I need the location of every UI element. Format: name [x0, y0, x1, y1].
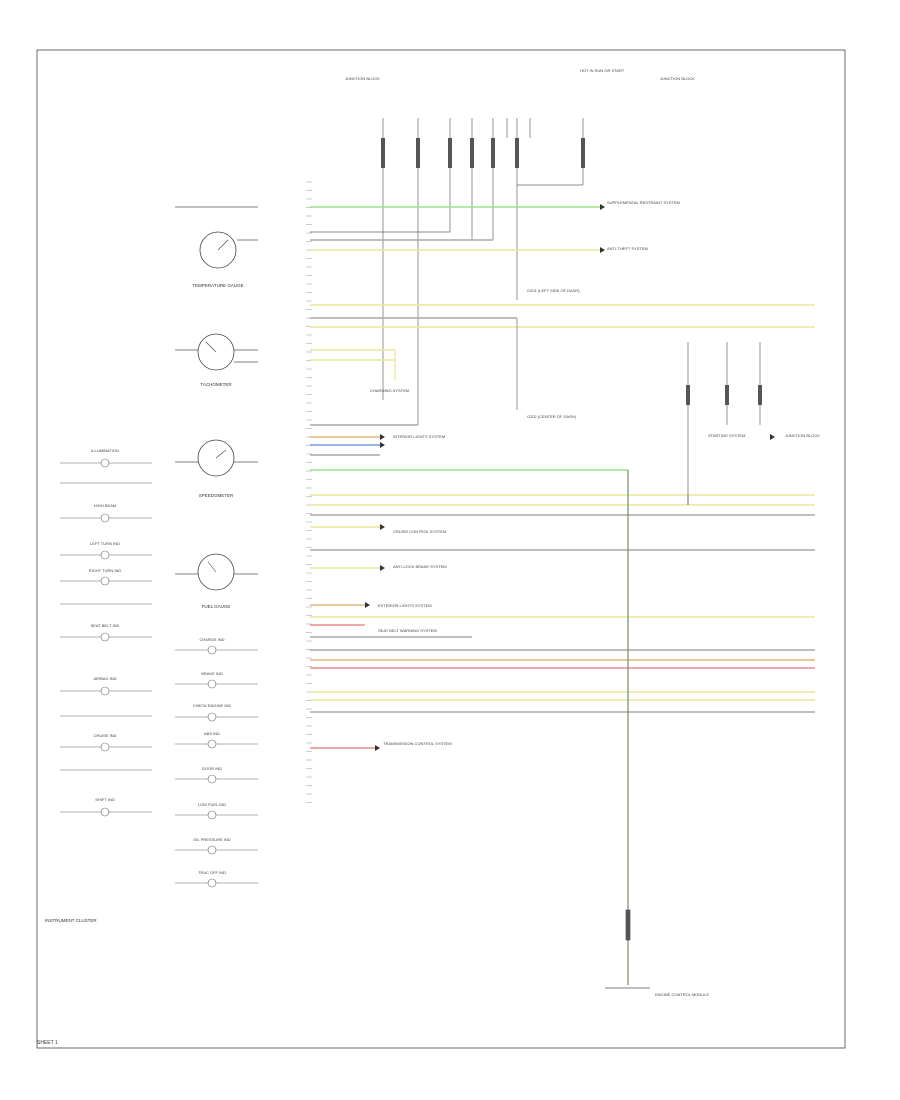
lamp-label: CHARGE IND: [199, 637, 224, 642]
destination-label: ANTI-THEFT SYSTEM: [607, 246, 648, 251]
arrow-marker: [380, 565, 385, 571]
connector-label: HOT IN RUN OR START: [580, 68, 625, 73]
destination-labels: SUPPLEMENTAL RESTRAINT SYSTEM ANTI-THEFT…: [370, 200, 820, 997]
gauge-speedo: SPEEDOMETER: [175, 439, 258, 498]
destination-label: CHARGING SYSTEM: [370, 388, 409, 393]
destination-label: INTERIOR LIGHTS SYSTEM: [393, 434, 445, 439]
destination-label: ENGINE CONTROL MODULE: [655, 992, 709, 997]
arrow-marker: [380, 524, 385, 530]
lamp-label: AIRBAG IND: [93, 676, 116, 681]
arrow-marker: [600, 247, 605, 253]
top-connector-marks: [381, 138, 585, 168]
instrument-cluster-label: INSTRUMENT CLUSTER: [45, 918, 97, 923]
ground-symbol: [605, 470, 650, 989]
connector-pins: [306, 181, 312, 803]
lamp-label: ILLUMINATION: [91, 448, 119, 453]
destination-label: TRANSMISSION CONTROL SYSTEM: [383, 741, 452, 746]
lamp-label: HIGH BEAM: [94, 503, 116, 508]
arrow-marker: [770, 434, 775, 440]
lamp-labels-left: ILLUMINATION HIGH BEAM LEFT TURN IND RIG…: [89, 448, 122, 802]
arrow-marker: [380, 434, 385, 440]
lamp-label: DOOR IND: [202, 766, 222, 771]
arrow-marker: [600, 204, 605, 210]
lamp-label: LEFT TURN IND: [90, 541, 120, 546]
destination-label: EXTERIOR LIGHTS SYSTEM: [378, 603, 432, 608]
gauge-tach: TACHOMETER: [175, 333, 258, 387]
gauge-temp: TEMPERATURE GAUGE: [175, 206, 258, 288]
destination-label: G202 (CENTER OF DASH): [527, 414, 577, 419]
right-feeds: [687, 342, 761, 505]
right-connector-marks: [686, 385, 762, 405]
arrow-marker: [375, 745, 380, 751]
destination-label: SEAT BELT WARNING SYSTEM: [378, 628, 437, 633]
destination-label: ANTI-LOCK BRAKE SYSTEM: [393, 564, 447, 569]
diagram-border: [36, 49, 846, 1049]
gauge-label: SPEEDOMETER: [199, 493, 234, 498]
lamp-label: SEAT BELT IND: [91, 623, 120, 628]
gauge-label: FUEL GAUGE: [202, 604, 231, 609]
footer-label: SHEET 1: [37, 1040, 58, 1046]
arrow-marker: [380, 442, 385, 448]
lamp-label: OIL PRESSURE IND: [193, 837, 231, 842]
lamp-label: LOW FUEL IND: [198, 802, 226, 807]
gauge-label: TACHOMETER: [200, 382, 232, 387]
gauge-fuel: FUEL GAUGE: [175, 553, 258, 609]
lamp-label: CRUISE IND: [93, 733, 116, 738]
lamps-left: [60, 458, 152, 817]
lamps-center: [175, 645, 258, 888]
destination-label: CRUISE CONTROL SYSTEM: [393, 529, 446, 534]
destination-label: G201 (LEFT SIDE OF DASH): [527, 288, 580, 293]
top-connector-labels: JUNCTION BLOCK HOT IN RUN OR START JUNCT…: [345, 68, 695, 81]
connector-label: JUNCTION BLOCK: [660, 76, 695, 81]
destination-label: JUNCTION BLOCK: [785, 433, 820, 438]
lamp-label: BRAKE IND: [201, 671, 223, 676]
lamp-label: SHIFT IND: [95, 797, 115, 802]
gauge-label: TEMPERATURE GAUGE: [192, 283, 243, 288]
wires: [310, 204, 815, 985]
destination-label: STARTING SYSTEM: [708, 433, 745, 438]
connector-label: JUNCTION BLOCK: [345, 76, 380, 81]
lamp-labels-center: CHARGE IND BRAKE IND CHECK ENGINE IND AB…: [193, 637, 232, 875]
lamp-label: CHECK ENGINE IND: [193, 703, 232, 708]
arrow-marker: [365, 602, 370, 608]
lamp-label: ABS IND: [204, 731, 220, 736]
lamp-label: RIGHT TURN IND: [89, 568, 122, 573]
top-feeds: [310, 118, 584, 425]
lamp-label: TRAC OFF IND: [198, 870, 226, 875]
destination-label: SUPPLEMENTAL RESTRAINT SYSTEM: [607, 200, 680, 205]
